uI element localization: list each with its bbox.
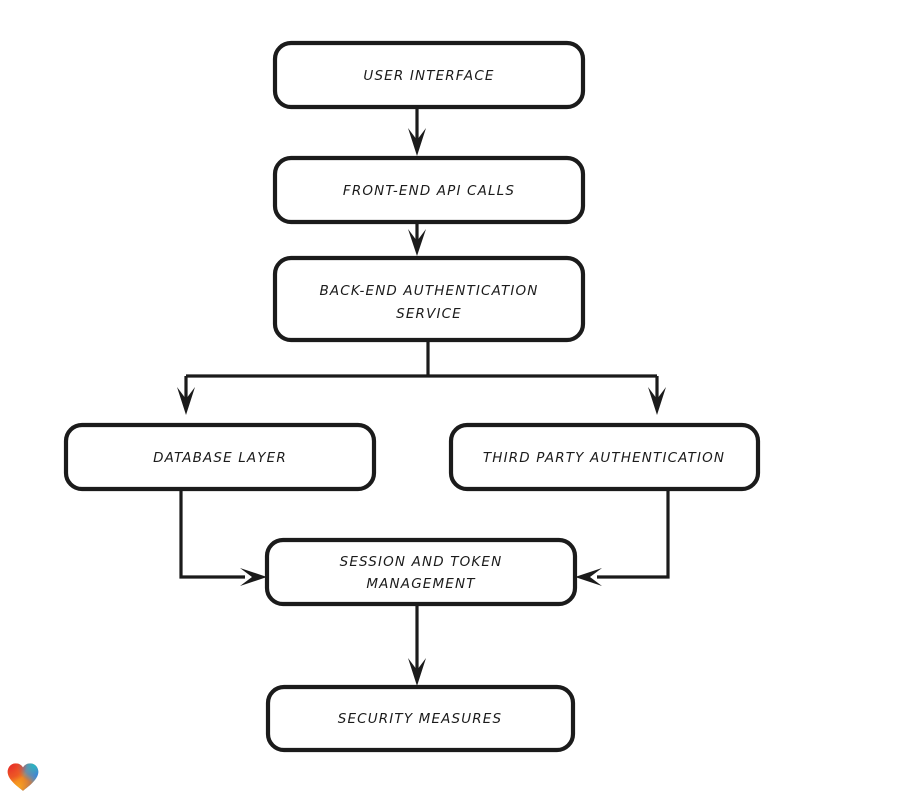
node-box[interactable] <box>272 255 586 343</box>
node-label-back-end-authentication-line1: BACK-END AUTHENTICATION <box>319 283 538 299</box>
node-label-third-party-authentication: THIRD PARTY AUTHENTICATION <box>483 450 725 466</box>
node-box[interactable] <box>272 40 586 110</box>
edge-line <box>179 489 245 579</box>
node-box[interactable] <box>264 537 578 607</box>
heart-watermark <box>6 760 40 794</box>
node-third-party-authentication[interactable]: THIRD PARTY AUTHENTICATION <box>448 422 761 492</box>
edge-session-to-security <box>408 604 426 686</box>
edge-line <box>597 489 670 579</box>
arrowhead-icon <box>240 568 267 586</box>
arrowhead-icon <box>408 128 426 156</box>
node-label-user-interface: USER INTERFACE <box>363 68 494 84</box>
node-user-interface[interactable]: USER INTERFACE <box>272 40 586 110</box>
arrowhead-icon <box>575 568 602 586</box>
node-front-end-api-calls[interactable]: FRONT-END API CALLS <box>272 155 586 225</box>
node-label-session-token-line2: MANAGEMENT <box>366 576 476 592</box>
node-session-and-token-management[interactable]: SESSION AND TOKEN MANAGEMENT <box>264 537 578 607</box>
node-box[interactable] <box>265 684 576 753</box>
edge-backend-to-thirdparty <box>648 376 666 415</box>
node-box[interactable] <box>63 422 377 492</box>
arrowhead-icon <box>177 387 195 415</box>
node-label-back-end-authentication-line2: SERVICE <box>396 306 462 322</box>
heart-icon <box>7 763 39 791</box>
edge-thirdparty-to-session <box>575 489 670 586</box>
node-label-session-token-line1: SESSION AND TOKEN <box>340 554 503 570</box>
node-database-layer[interactable]: DATABASE LAYER <box>63 422 377 492</box>
arrowhead-icon <box>408 658 426 686</box>
edge-frontend-to-backend <box>408 222 426 256</box>
node-box[interactable] <box>448 422 761 492</box>
heart-icon-fill <box>7 763 39 791</box>
node-box[interactable] <box>272 155 586 225</box>
node-security-measures[interactable]: SECURITY MEASURES <box>265 684 576 753</box>
node-label-security-measures: SECURITY MEASURES <box>338 711 502 727</box>
arrowhead-icon <box>408 229 426 256</box>
node-label-front-end-api-calls: FRONT-END API CALLS <box>343 183 515 199</box>
edge-backend-to-database <box>177 376 195 415</box>
node-back-end-authentication-service[interactable]: BACK-END AUTHENTICATION SERVICE <box>272 255 586 343</box>
edge-backend-branch-trunk <box>186 340 657 378</box>
edge-database-to-session <box>179 489 267 586</box>
node-label-database-layer: DATABASE LAYER <box>153 450 287 466</box>
edge-ui-to-frontend <box>408 107 426 156</box>
arrowhead-icon <box>648 387 666 415</box>
